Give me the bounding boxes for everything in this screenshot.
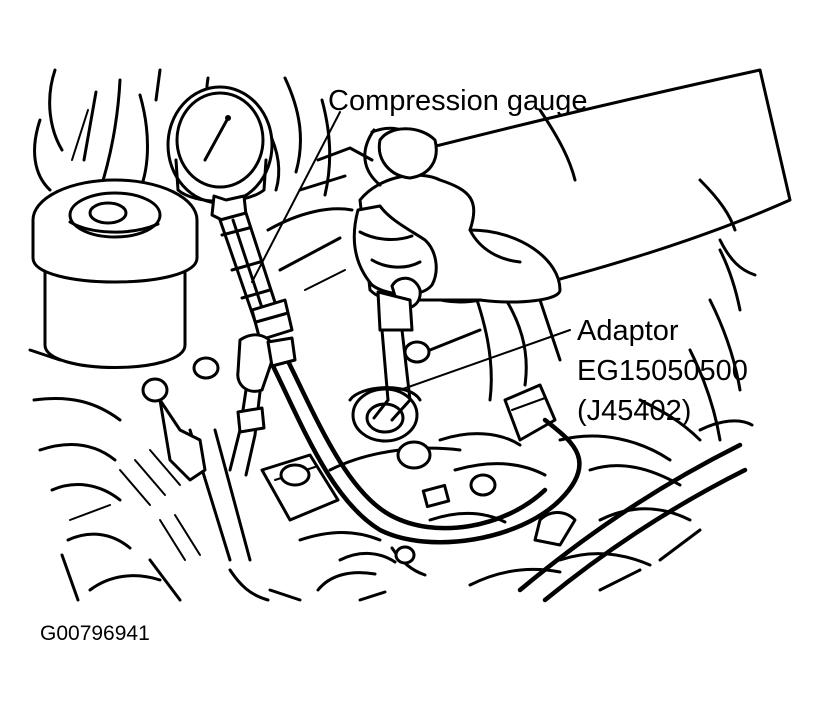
adaptor-alt-number: (J45402) <box>577 395 691 427</box>
adaptor-label: Adaptor <box>577 315 679 347</box>
gauge-hose <box>267 352 582 545</box>
compression-gauge-label: Compression gauge <box>328 85 588 117</box>
bolts <box>141 340 497 565</box>
adaptor <box>372 290 414 422</box>
leader-lines <box>251 111 571 391</box>
adaptor-leader <box>399 329 571 391</box>
compression-gauge-leader <box>251 111 341 283</box>
hand <box>352 68 792 310</box>
figure-id: G00796941 <box>40 622 150 645</box>
compression-gauge <box>166 85 297 477</box>
reservoir <box>31 178 199 369</box>
adaptor-part-number: EG15050500 <box>577 355 748 387</box>
spark-plug-well <box>348 386 422 443</box>
engine-background-lines <box>28 68 754 603</box>
